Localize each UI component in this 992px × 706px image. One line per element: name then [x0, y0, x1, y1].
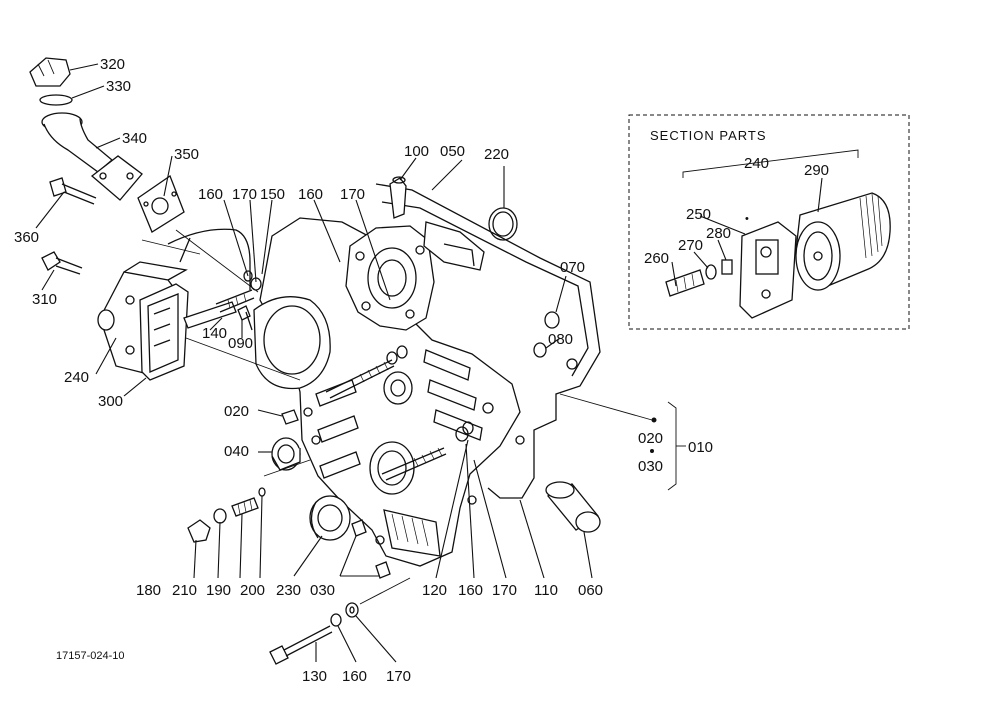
label-020: 020: [224, 403, 249, 420]
label-180: 180: [136, 582, 161, 599]
label-140: 140: [202, 325, 227, 342]
breather-pipe: [389, 176, 407, 219]
filler-o-ring: [39, 94, 73, 106]
pin-140: [183, 301, 237, 329]
part-labels: 320 330 340 350 360 310 240 300 160 170 …: [14, 56, 829, 685]
label-170: 170: [386, 668, 411, 685]
label-260: 260: [644, 250, 669, 267]
bolt-150: [215, 289, 255, 313]
bolt-090: [237, 305, 253, 331]
oil-filter-cartridge: [795, 192, 891, 291]
leader-lines: [35, 63, 593, 663]
oil-seal-230: [309, 495, 351, 541]
bushing-060: [545, 481, 601, 533]
filter-head-gasket: [139, 283, 189, 381]
label-300: 300: [98, 393, 123, 410]
label-160: 160: [298, 186, 323, 203]
label-100: 100: [404, 143, 429, 160]
figure-code: 17157-024-10: [56, 650, 125, 662]
washer-170: [345, 602, 359, 618]
label-080: 080: [548, 331, 573, 348]
label-160: 160: [198, 186, 223, 203]
label-220: 220: [484, 146, 509, 163]
label-160: 160: [458, 582, 483, 599]
gear-case: [253, 183, 601, 567]
label-150: 150: [260, 186, 285, 203]
filler-bolt: [49, 177, 97, 205]
label-330: 330: [106, 78, 131, 95]
o-ring-070: [544, 311, 560, 329]
oil-filler-pipe: [41, 112, 143, 201]
label-020: 020: [638, 430, 663, 447]
relief-valve-parts: [665, 259, 733, 297]
label-170: 170: [492, 582, 517, 599]
section-parts-box: SECTION PARTS •: [628, 114, 910, 330]
label-320: 320: [100, 56, 125, 73]
svg-text:•: •: [745, 213, 749, 225]
stud-bolt-upper: [325, 359, 395, 399]
oil-seal-040: [271, 437, 301, 471]
label-040: 040: [224, 443, 249, 460]
label-120: 120: [422, 582, 447, 599]
label-190: 190: [206, 582, 231, 599]
label-270: 270: [678, 237, 703, 254]
label-050: 050: [440, 143, 465, 160]
washer-160: [330, 613, 342, 627]
label-360: 360: [14, 229, 39, 246]
dowel-pin-030a: [351, 519, 367, 537]
label-030: 030: [638, 458, 663, 475]
label-240: 240: [744, 155, 769, 172]
label-310: 310: [32, 291, 57, 308]
oil-filler-cap: [29, 57, 71, 87]
label-340: 340: [122, 130, 147, 147]
label-010: 010: [688, 439, 713, 456]
label-200: 200: [240, 582, 265, 599]
label-160: 160: [342, 668, 367, 685]
dowel-pin-030b: [375, 561, 391, 579]
label-230: 230: [276, 582, 301, 599]
label-130: 130: [302, 668, 327, 685]
label-290: 290: [804, 162, 829, 179]
o-ring-220: [488, 207, 518, 241]
label-170: 170: [232, 186, 257, 203]
section-title: SECTION PARTS: [650, 128, 767, 143]
plug-assembly: [187, 487, 266, 543]
label-110: 110: [534, 582, 558, 599]
label-240: 240: [64, 369, 89, 386]
label-030: 030: [310, 582, 335, 599]
label-250: 250: [686, 206, 711, 223]
o-ring-080: [533, 342, 547, 358]
label-170: 170: [340, 186, 365, 203]
label-210: 210: [172, 582, 197, 599]
label-090: 090: [228, 335, 253, 352]
label-060: 060: [578, 582, 603, 599]
label-280: 280: [706, 225, 731, 242]
filter-bracket: [739, 221, 797, 319]
filter-bolt: [41, 251, 83, 275]
label-350: 350: [174, 146, 199, 163]
bolt-130: [269, 625, 333, 665]
stud-bolt-lower: [381, 447, 447, 481]
label-070: 070: [560, 259, 585, 276]
pipe-gasket: [137, 174, 185, 233]
dowel-pin-020: [281, 409, 299, 425]
